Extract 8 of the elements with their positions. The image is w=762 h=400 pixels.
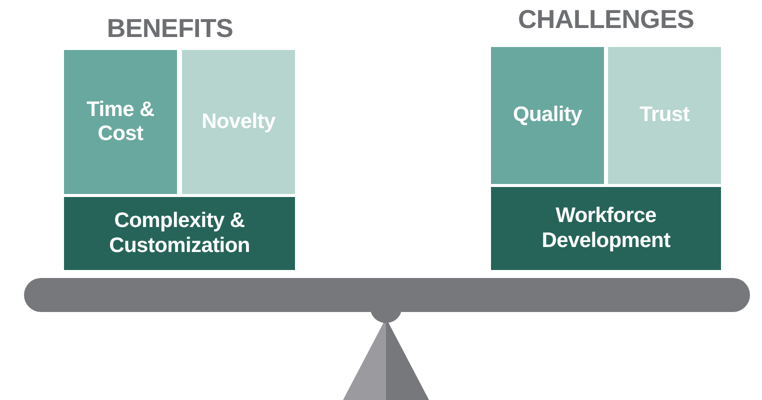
benefit-tile: Novelty	[182, 50, 295, 194]
challenge-tile: Trust	[608, 47, 721, 184]
section-heading: CHALLENGES	[518, 6, 694, 32]
benefit-tile: Time & Cost	[64, 50, 177, 194]
section-heading: BENEFITS	[106, 15, 234, 41]
benefit-tile: Complexity & Customization	[64, 197, 295, 270]
challenge-tile: Workforce Development	[491, 187, 721, 270]
challenge-tile: Quality	[491, 47, 604, 184]
